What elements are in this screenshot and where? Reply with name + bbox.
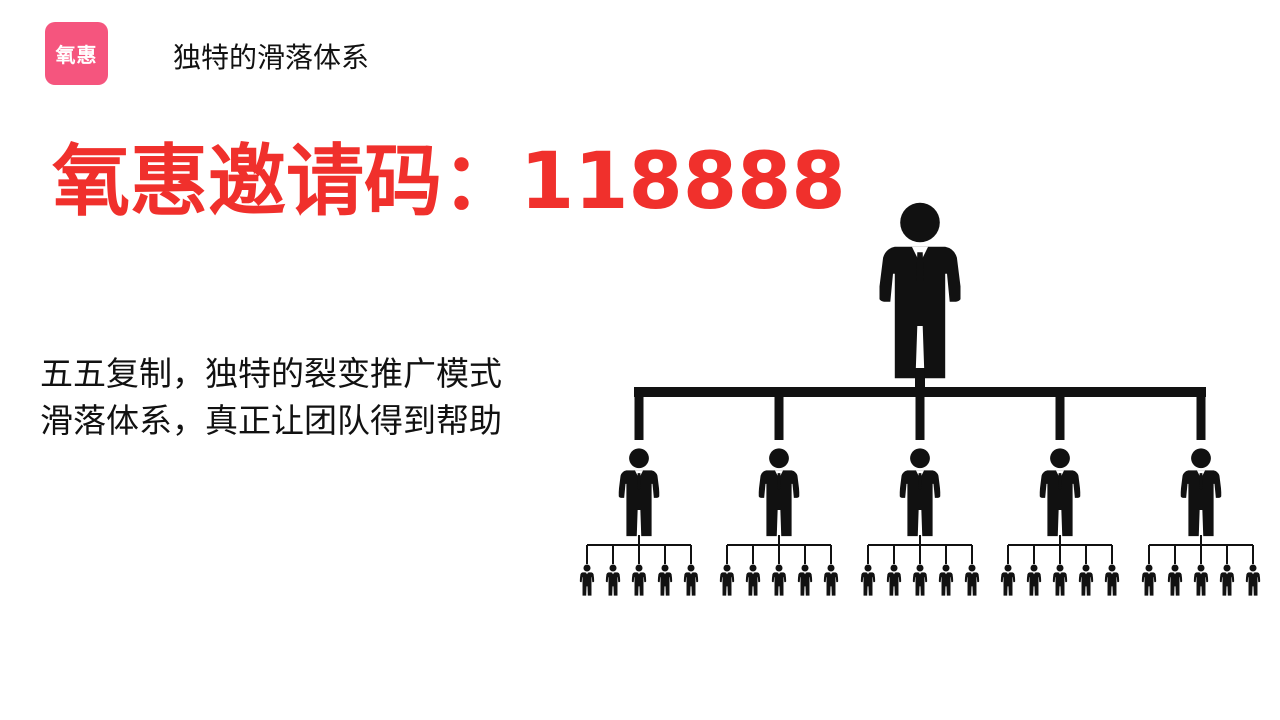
person-figure-icon bbox=[579, 564, 595, 596]
person-figure-icon bbox=[912, 564, 928, 596]
person-figure-icon bbox=[1141, 564, 1157, 596]
person-figure-icon bbox=[1245, 564, 1261, 596]
person-figure-icon bbox=[860, 564, 876, 596]
person-figure-icon bbox=[1180, 448, 1222, 537]
person-figure-icon bbox=[1078, 564, 1094, 596]
person-figure-icon bbox=[886, 564, 902, 596]
description-line-1: 五五复制，独特的裂变推广模式 bbox=[40, 354, 502, 393]
person-figure-icon bbox=[964, 564, 980, 596]
person-figure-icon bbox=[605, 564, 621, 596]
person-figure-icon bbox=[1000, 564, 1016, 596]
person-figure-icon bbox=[1193, 564, 1209, 596]
person-figure-icon bbox=[745, 564, 761, 596]
invite-code-headline: 氧惠邀请码：118888 bbox=[52, 137, 846, 227]
org-chart-connectors bbox=[586, 368, 1254, 564]
person-figure-icon bbox=[719, 564, 735, 596]
person-figure-icon bbox=[899, 448, 941, 537]
person-figure-icon bbox=[1167, 564, 1183, 596]
person-figure-icon bbox=[823, 564, 839, 596]
page-title: 独特的滑落体系 bbox=[173, 41, 370, 74]
person-figure-icon bbox=[657, 564, 673, 596]
person-figure-icon bbox=[879, 202, 961, 379]
person-figure-icon bbox=[771, 564, 787, 596]
person-figure-icon bbox=[1104, 564, 1120, 596]
person-figure-icon bbox=[1219, 564, 1235, 596]
person-figure-icon bbox=[938, 564, 954, 596]
description: 五五复制，独特的裂变推广模式 滑落体系，真正让团队得到帮助 bbox=[40, 350, 502, 444]
logo-text: 氧惠 bbox=[55, 43, 98, 67]
app-logo: 氧惠 bbox=[45, 22, 108, 85]
person-figure-icon bbox=[797, 564, 813, 596]
description-line-2: 滑落体系，真正让团队得到帮助 bbox=[40, 401, 502, 440]
person-figure-icon bbox=[1039, 448, 1081, 537]
person-figure-icon bbox=[683, 564, 699, 596]
person-figure-icon bbox=[631, 564, 647, 596]
person-figure-icon bbox=[758, 448, 800, 537]
person-figure-icon bbox=[1052, 564, 1068, 596]
person-figure-icon bbox=[1026, 564, 1042, 596]
person-figure-icon bbox=[618, 448, 660, 537]
